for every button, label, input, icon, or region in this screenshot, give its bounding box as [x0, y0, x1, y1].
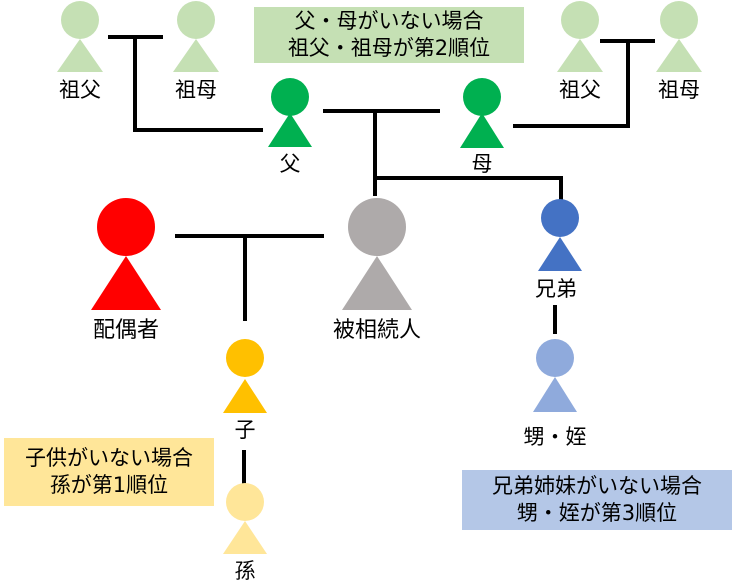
- spouse-connector: [175, 234, 324, 321]
- head-icon: [348, 198, 406, 256]
- paternal-grandparents-connector: [108, 35, 263, 132]
- person-paternal-grandfather: 祖父: [57, 1, 103, 102]
- person-paternal-grandmother: 祖母: [173, 1, 219, 102]
- person-label: 被相続人: [333, 318, 421, 343]
- note-line: 子供がいない場合: [25, 446, 193, 470]
- person-label: 子: [235, 418, 256, 442]
- head-icon: [226, 339, 264, 377]
- body-icon: [57, 39, 103, 72]
- person-label: 父: [280, 152, 301, 176]
- body-icon: [91, 256, 161, 310]
- note-parents: 父・母がいない場合 祖父・祖母が第2順位: [254, 7, 524, 63]
- body-icon: [533, 377, 577, 412]
- person-label: 祖母: [175, 78, 217, 102]
- head-icon: [271, 78, 309, 116]
- body-icon: [268, 113, 312, 147]
- person-label: 祖父: [59, 78, 101, 102]
- person-label: 祖母: [658, 78, 700, 102]
- body-icon: [538, 237, 582, 271]
- maternal-grandparents-connector: [513, 39, 655, 128]
- person-sibling: 兄弟: [535, 199, 582, 301]
- note-line: 兄弟姉妹がいない場合: [492, 474, 702, 498]
- person-label: 兄弟: [535, 277, 577, 301]
- person-grandchild: 孫: [223, 483, 267, 583]
- person-label: 配偶者: [93, 318, 159, 343]
- head-icon: [177, 1, 215, 39]
- person-label: 甥・姪: [524, 425, 587, 449]
- person-mother: 母: [460, 78, 504, 176]
- body-icon: [557, 39, 603, 72]
- body-icon: [342, 256, 412, 310]
- note-line: 祖父・祖母が第2順位: [287, 36, 491, 60]
- body-icon: [460, 113, 504, 148]
- head-icon: [97, 198, 155, 256]
- head-icon: [561, 1, 599, 39]
- person-maternal-grandfather: 祖父: [557, 1, 603, 102]
- body-icon: [656, 39, 702, 72]
- person-nephew-niece: 甥・姪: [524, 339, 587, 449]
- body-icon: [173, 39, 219, 72]
- person-child: 子: [223, 339, 267, 442]
- head-icon: [536, 339, 574, 377]
- head-icon: [226, 483, 264, 521]
- person-label: 母: [472, 152, 493, 176]
- person-father: 父: [268, 78, 312, 176]
- note-line: 甥・姪が第3順位: [516, 501, 678, 525]
- note-siblings: 兄弟姉妹がいない場合 甥・姪が第3順位: [462, 470, 732, 530]
- person-spouse: 配偶者: [91, 198, 161, 343]
- head-icon: [541, 199, 579, 237]
- body-icon: [223, 521, 267, 554]
- head-icon: [463, 78, 501, 116]
- head-icon: [61, 1, 99, 39]
- person-label: 孫: [235, 559, 256, 583]
- note-line: 父・母がいない場合: [294, 9, 484, 33]
- body-icon: [223, 379, 267, 413]
- person-deceased: 被相続人: [333, 198, 421, 343]
- note-children: 子供がいない場合 孫が第1順位: [4, 438, 214, 506]
- person-maternal-grandmother: 祖母: [656, 1, 702, 102]
- person-label: 祖父: [559, 78, 601, 102]
- head-icon: [660, 1, 698, 39]
- note-line: 孫が第1順位: [49, 473, 169, 497]
- parents-connector: [323, 109, 563, 201]
